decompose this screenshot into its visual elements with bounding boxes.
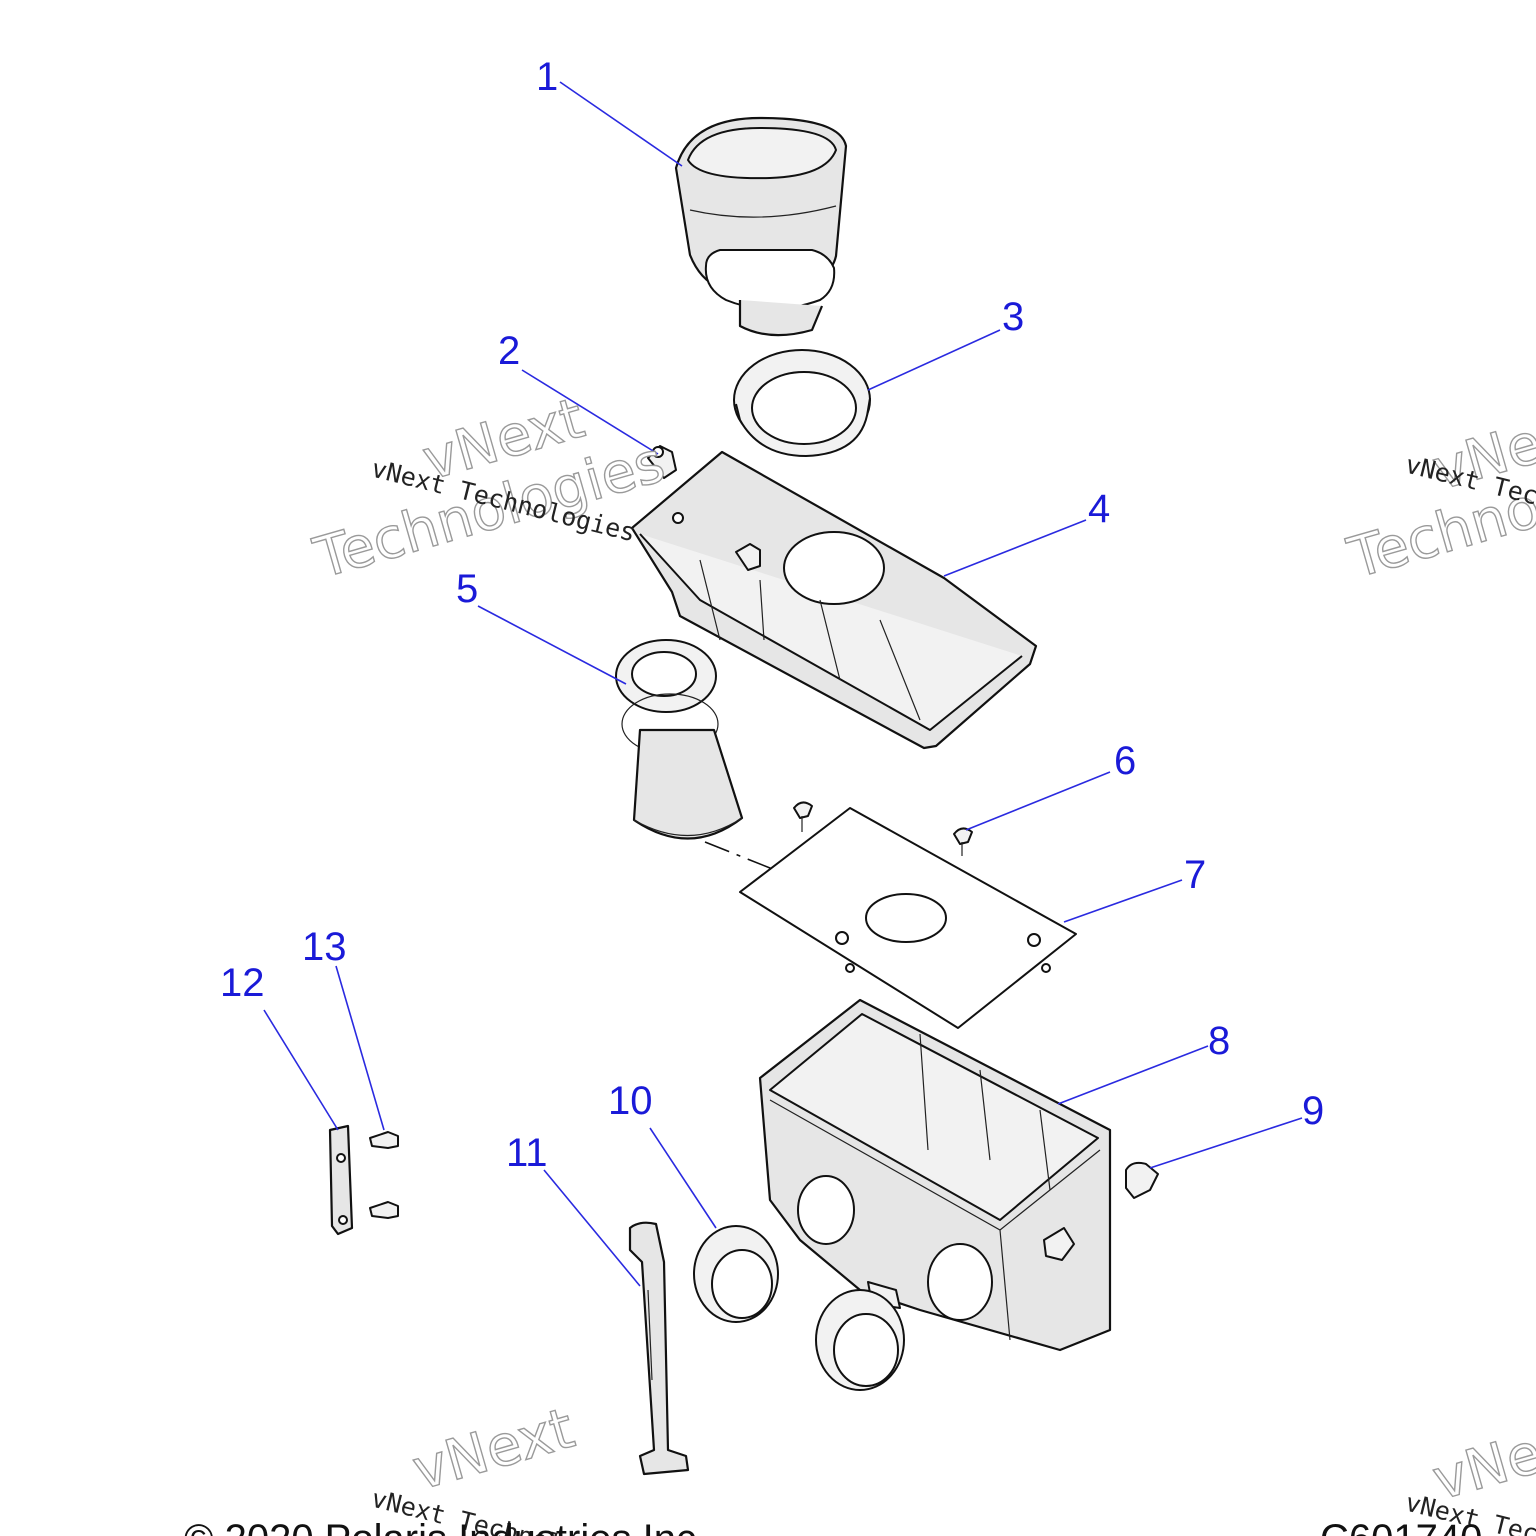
callout-13: 13	[302, 925, 347, 969]
callout-5: 5	[456, 567, 478, 611]
part-grommet-lower	[815, 1289, 905, 1391]
callout-12: 12	[220, 961, 265, 1005]
part-3-ring	[733, 349, 871, 457]
callout-11: 11	[506, 1131, 548, 1175]
part-1-intake-boot	[674, 116, 848, 337]
part-12-bracket	[328, 1124, 354, 1236]
part-6-screws	[793, 801, 973, 856]
part-7-filter-plate	[739, 807, 1077, 1029]
callout-4: 4	[1088, 487, 1110, 531]
callout-numbers: 1 2 3 4 5 6 7 8 9 10 11 12 13	[220, 55, 1324, 1175]
part-10-grommet	[693, 1225, 779, 1323]
footer-copyright: © 2020 Polaris Industries Inc.	[184, 1517, 707, 1536]
part-8-airbox-base	[758, 998, 1112, 1352]
callout-2: 2	[498, 329, 520, 373]
watermark-bottom-word-1: vNext	[406, 1396, 581, 1504]
callout-9: 9	[1302, 1089, 1324, 1133]
part-5-velocity-stack	[615, 639, 744, 840]
callout-7: 7	[1184, 853, 1206, 897]
part-9-clip	[1125, 1161, 1159, 1199]
callout-3: 3	[1002, 295, 1024, 339]
callout-1: 1	[536, 55, 558, 99]
watermark-center: vNext Technologies vNext Technologies	[306, 385, 672, 592]
footer-drawing-id: C601740	[1320, 1517, 1482, 1536]
callout-6: 6	[1114, 739, 1136, 783]
part-4-airbox-cover	[630, 450, 1038, 750]
leader-lines	[263, 81, 1303, 1287]
part-11-strap	[628, 1221, 690, 1476]
callout-10: 10	[608, 1079, 653, 1123]
callout-8: 8	[1208, 1019, 1230, 1063]
part-2-fitting	[647, 445, 677, 479]
part-13-bolts	[369, 1131, 399, 1219]
watermark-bottom: vNext vNext Technologies	[369, 1395, 639, 1536]
watermark-right: vNext Technologies vNext Technologies	[1340, 395, 1536, 592]
